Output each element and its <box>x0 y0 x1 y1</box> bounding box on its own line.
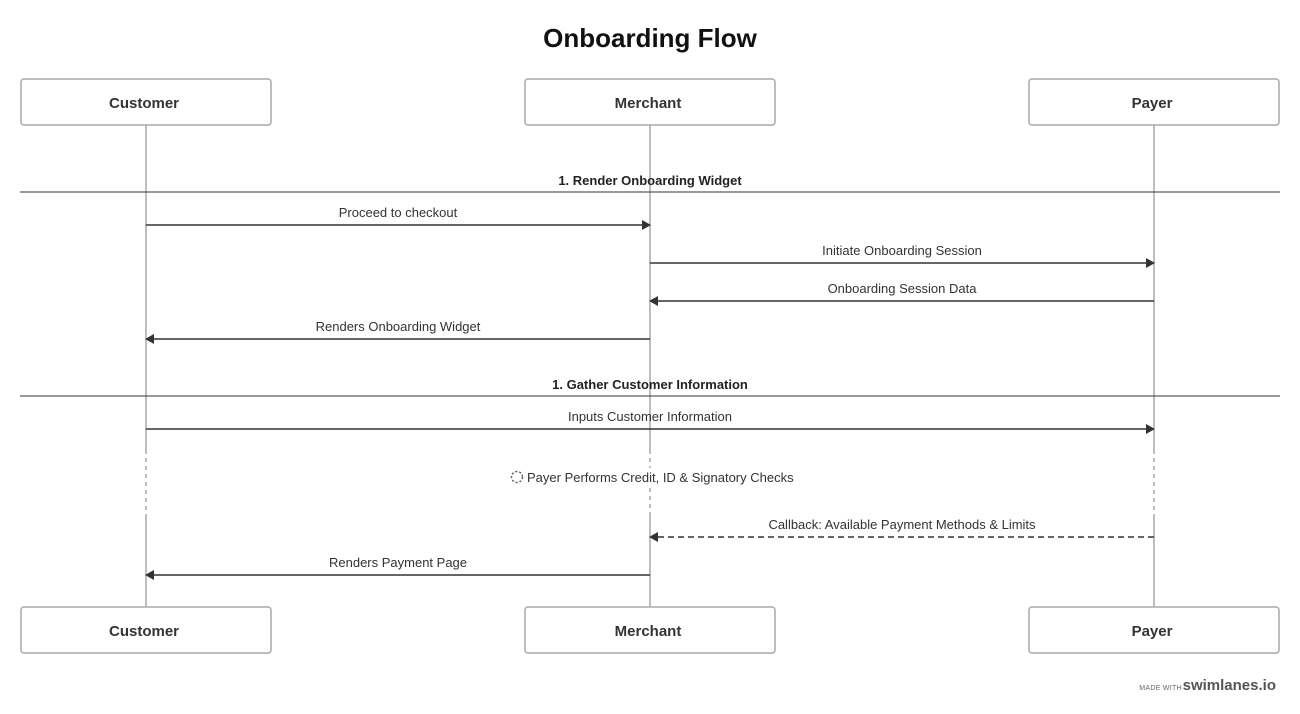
section-gather-customer-information: 1. Gather Customer Information <box>20 377 1280 397</box>
message-label: Renders Onboarding Widget <box>316 319 481 334</box>
arrowhead-right <box>1146 424 1155 434</box>
message-inputs-customer-information: Inputs Customer Information <box>146 409 1155 434</box>
message-label: Proceed to checkout <box>339 205 458 220</box>
message-label: Onboarding Session Data <box>828 281 978 296</box>
note-payer-checks: Payer Performs Credit, ID & Signatory Ch… <box>510 470 794 485</box>
section-render-onboarding-widget: 1. Render Onboarding Widget <box>20 173 1280 193</box>
message-label: Inputs Customer Information <box>568 409 732 424</box>
actor-payer-bottom: Payer <box>1028 606 1280 654</box>
actor-label: Merchant <box>615 623 682 640</box>
actor-label: Payer <box>1132 95 1173 112</box>
message-label: Initiate Onboarding Session <box>822 243 982 258</box>
section-label: 1. Render Onboarding Widget <box>558 173 742 188</box>
lifelines <box>145 125 1155 607</box>
actor-label: Customer <box>109 623 179 640</box>
actor-customer-bottom: Customer <box>20 606 272 654</box>
arrowhead-left <box>145 570 154 580</box>
brand-link[interactable]: swimlanes.io <box>1183 677 1276 694</box>
arrowhead-right <box>642 220 651 230</box>
message-label: Callback: Available Payment Methods & Li… <box>768 517 1036 532</box>
arrowhead-left <box>649 532 658 542</box>
message-onboarding-session-data: Onboarding Session Data <box>649 281 1154 306</box>
section-label: 1. Gather Customer Information <box>552 377 748 392</box>
actor-payer-top: Payer <box>1028 78 1280 126</box>
message-label: Renders Payment Page <box>329 555 467 570</box>
message-renders-onboarding-widget: Renders Onboarding Widget <box>145 319 650 344</box>
actor-merchant-bottom: Merchant <box>524 606 776 654</box>
arrowhead-left <box>649 296 658 306</box>
actor-label: Payer <box>1132 623 1173 640</box>
made-with-label: MADE WITH <box>1139 685 1182 692</box>
arrowhead-right <box>1146 258 1155 268</box>
note-label: Payer Performs Credit, ID & Signatory Ch… <box>527 470 794 485</box>
message-callback-payment-methods: Callback: Available Payment Methods & Li… <box>649 517 1154 542</box>
actor-label: Merchant <box>615 95 682 112</box>
arrowhead-left <box>145 334 154 344</box>
actor-customer-top: Customer <box>20 78 272 126</box>
message-proceed-to-checkout: Proceed to checkout <box>146 205 651 230</box>
diagram-title: Onboarding Flow <box>543 23 758 53</box>
actor-merchant-top: Merchant <box>524 78 776 126</box>
spinner-icon <box>510 470 524 484</box>
actor-label: Customer <box>109 95 179 112</box>
message-initiate-onboarding-session: Initiate Onboarding Session <box>650 243 1155 268</box>
footer-branding[interactable]: MADE WITH swimlanes.io <box>1139 677 1276 694</box>
message-renders-payment-page: Renders Payment Page <box>145 555 650 580</box>
